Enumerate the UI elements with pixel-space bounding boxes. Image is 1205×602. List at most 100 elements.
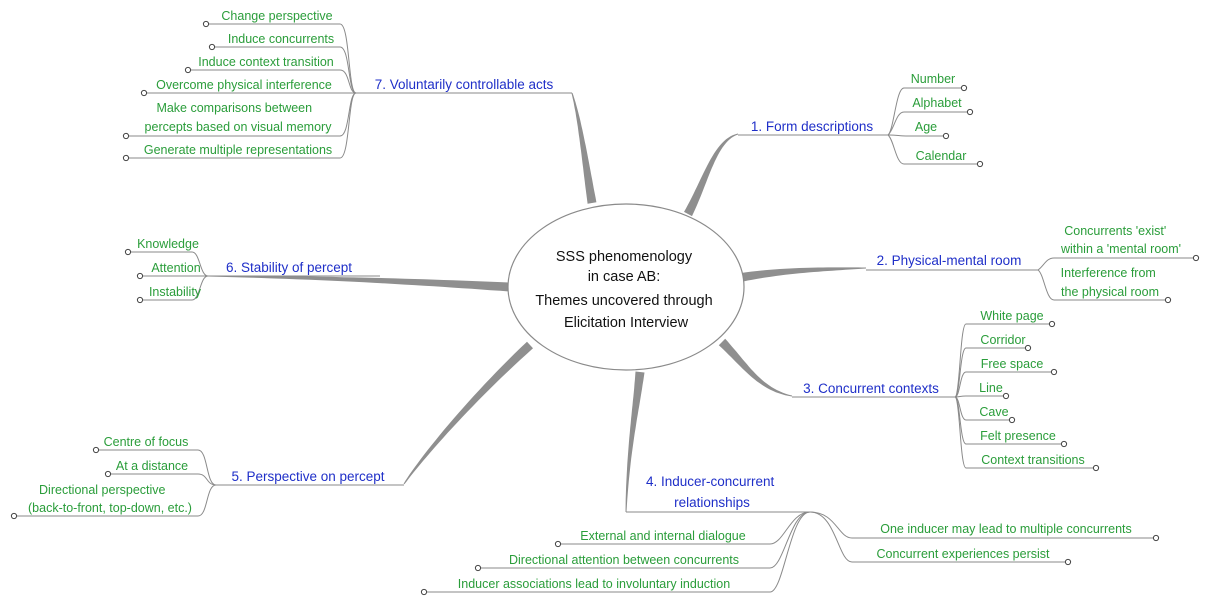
leaf-end-node [960, 84, 968, 92]
conn-knowledge [130, 251, 209, 277]
leaf-make-comparisons[interactable]: Make comparisons between percepts based … [145, 101, 333, 134]
leaf-induce-context-transition[interactable]: Induce context transition [198, 55, 334, 69]
leaf-external-internal-dialogue[interactable]: External and internal dialogue [580, 529, 745, 543]
leaf-line: Alphabet [912, 96, 962, 110]
theme-4-title[interactable]: 4. Inducer-concurrent relationships [646, 474, 778, 510]
leaf-inducer-associations[interactable]: Inducer associations lead to involuntary… [458, 577, 730, 591]
center-title-line-3: Themes uncovered through [535, 293, 712, 309]
leaf-one-inducer[interactable]: One inducer may lead to multiple concurr… [880, 522, 1132, 536]
leaf-end-node [122, 132, 130, 140]
leaf-end-node [184, 66, 192, 74]
leaf-line: the physical room [1061, 285, 1159, 299]
leaf-overcome-interference[interactable]: Overcome physical interference [156, 78, 332, 92]
theme-2-title[interactable]: 2. Physical-mental room [877, 253, 1022, 268]
leaf-induce-concurrents[interactable]: Induce concurrents [228, 32, 334, 46]
leaf-experiences-persist[interactable]: Concurrent experiences persist [877, 547, 1051, 561]
theme-6-title-line: 6. Stability of percept [226, 260, 352, 275]
leaf-line: Line [979, 381, 1003, 395]
leaf-at-a-distance[interactable]: At a distance [116, 459, 188, 473]
leaf-directional-perspective[interactable]: Directional perspective (back-to-front, … [28, 483, 192, 515]
theme-3-title-line: 3. Concurrent contexts [803, 381, 939, 396]
leaf-number[interactable]: Number [911, 72, 955, 86]
leaf-directional-attention[interactable]: Directional attention between concurrent… [509, 553, 739, 567]
leaf-concurrents-exist[interactable]: Concurrents 'exist' within a 'mental roo… [1060, 224, 1181, 256]
leaf-line: Instability [149, 285, 202, 299]
theme-4-title-line-2: relationships [674, 495, 750, 510]
leaf-line: Calendar [916, 149, 967, 163]
leaf-end-node [1152, 534, 1160, 542]
leaf-line: Free space [981, 357, 1044, 371]
branch-theme-7 [571, 92, 597, 204]
center-title-line-2: in case AB: [588, 269, 661, 285]
leaf-end-node [942, 132, 950, 140]
leaf-white-page[interactable]: White page [980, 309, 1043, 323]
leaf-line: Knowledge [137, 237, 199, 251]
leaf-end-node [136, 296, 144, 304]
leaf-connectors [10, 20, 1200, 596]
conn-dialogue [560, 511, 811, 545]
leaf-corridor[interactable]: Corridor [980, 333, 1025, 347]
leaf-end-node [136, 272, 144, 280]
leaf-end-node [1060, 440, 1068, 448]
leaf-end-node [1048, 320, 1056, 328]
leaf-line: Interference from [1061, 266, 1156, 280]
theme-6-title[interactable]: 6. Stability of percept [226, 260, 352, 275]
leaf-end-node [1164, 296, 1172, 304]
leaf-line: Attention [151, 261, 200, 275]
theme-7-title-line: 7. Voluntarily controllable acts [375, 77, 554, 92]
branch-theme-5 [403, 341, 533, 485]
conn-centre-of-focus [98, 449, 217, 486]
leaf-line: Felt presence [980, 429, 1056, 443]
leaf-line: Concurrent experiences persist [877, 547, 1051, 561]
leaf-end-node [140, 89, 148, 97]
center-node [507, 203, 745, 371]
leaf-line-context[interactable]: Line [979, 381, 1003, 395]
leaf-end-node [966, 108, 974, 116]
branch-theme-1 [684, 133, 739, 217]
leaf-context-transitions[interactable]: Context transitions [981, 453, 1085, 467]
leaf-line: Change perspective [221, 9, 332, 23]
leaf-line: (back-to-front, top-down, etc.) [28, 501, 192, 515]
conn-inducer-associations [426, 511, 811, 593]
leaf-line: Induce concurrents [228, 32, 334, 46]
leaf-end-node [92, 446, 100, 454]
conn-calendar [887, 134, 978, 165]
theme-1-title-line: 1. Form descriptions [751, 119, 874, 134]
leaf-attention[interactable]: Attention [151, 261, 200, 275]
leaf-knowledge[interactable]: Knowledge [137, 237, 199, 251]
leaf-instability[interactable]: Instability [149, 285, 202, 299]
theme-branches [208, 92, 866, 512]
theme-1-title[interactable]: 1. Form descriptions [751, 119, 874, 134]
conn-at-a-distance [110, 473, 217, 486]
leaf-generate-representations[interactable]: Generate multiple representations [144, 143, 332, 157]
leaf-line: Corridor [980, 333, 1025, 347]
leaf-interference[interactable]: Interference from the physical room [1061, 266, 1160, 299]
leaf-change-perspective[interactable]: Change perspective [221, 9, 332, 23]
branch-theme-6 [208, 275, 511, 292]
theme-3-title[interactable]: 3. Concurrent contexts [803, 381, 939, 396]
conn-one-inducer [809, 511, 1154, 539]
theme-5-title[interactable]: 5. Perspective on percept [231, 469, 384, 484]
leaf-line: Context transitions [981, 453, 1085, 467]
leaf-alphabet[interactable]: Alphabet [912, 96, 962, 110]
leaf-cave[interactable]: Cave [979, 405, 1008, 419]
conn-experiences-persist [809, 511, 1066, 563]
leaf-end-node [1092, 464, 1100, 472]
conn-directional-attention [480, 511, 811, 569]
conn-line [954, 395, 1004, 398]
leaf-line: Concurrents 'exist' [1064, 224, 1166, 238]
leaf-calendar[interactable]: Calendar [916, 149, 967, 163]
conn-alphabet [887, 111, 968, 136]
conn-context-transitions [954, 396, 1094, 469]
center-title-line-1: SSS phenomenology [556, 249, 693, 265]
leaf-age[interactable]: Age [915, 120, 937, 134]
leaf-free-space[interactable]: Free space [981, 357, 1044, 371]
leaf-end-node [1064, 558, 1072, 566]
leaf-felt-presence[interactable]: Felt presence [980, 429, 1056, 443]
leaf-centre-of-focus[interactable]: Centre of focus [104, 435, 189, 449]
leaf-line: External and internal dialogue [580, 529, 745, 543]
theme-7-title[interactable]: 7. Voluntarily controllable acts [375, 77, 554, 92]
theme-2-title-line: 2. Physical-mental room [877, 253, 1022, 268]
leaf-line: At a distance [116, 459, 188, 473]
